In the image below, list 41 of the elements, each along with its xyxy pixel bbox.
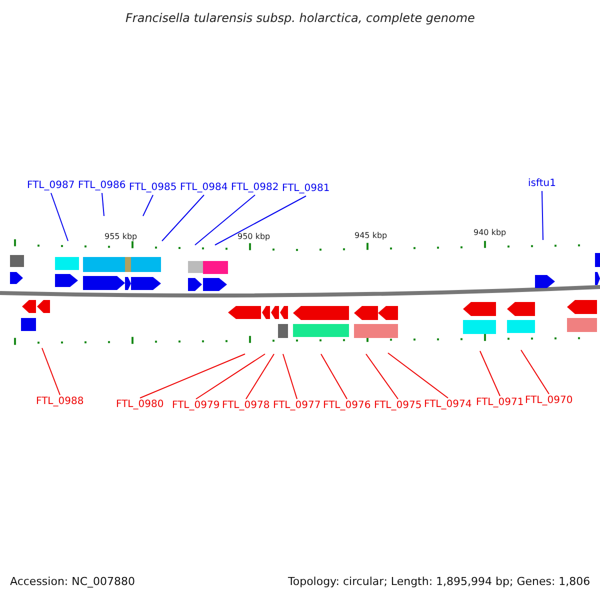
footer-note: Accession: NC_007880	[10, 576, 136, 588]
gene-label: FTL_0974	[424, 399, 472, 411]
leader-line	[162, 194, 204, 242]
gene-label: FTL_0985	[129, 182, 177, 194]
gene-label: FTL_0978	[222, 400, 270, 412]
gene-label: FTL_0975	[374, 400, 422, 412]
gene-label: FTL_0988	[36, 396, 84, 408]
leader-line	[520, 350, 550, 394]
leader-line	[320, 354, 348, 400]
leader-line	[196, 354, 266, 400]
leader-line	[142, 194, 154, 216]
leader-line	[50, 192, 68, 242]
leader-line	[42, 348, 60, 396]
gene-label: FTL_0981	[282, 183, 330, 195]
scale-label: 955 kbp	[104, 231, 138, 243]
map-title: Francisella tularensis subsp. holarctica, complete genome	[126, 12, 475, 24]
leader-line	[194, 194, 256, 246]
gene-label: FTL_0986	[78, 180, 126, 192]
leader-line	[282, 354, 298, 400]
gene-label: FTL_0984	[180, 182, 228, 194]
gene-label: FTL_0977	[273, 400, 321, 412]
gene-label: FTL_0980	[116, 399, 164, 411]
gene-label: FTL_0976	[323, 400, 371, 412]
leader-line	[246, 354, 274, 400]
leader-line	[542, 190, 544, 240]
scale-label: 945 kbp	[354, 230, 388, 242]
leader-line	[366, 354, 398, 400]
gene-label: FTL_0982	[231, 182, 279, 194]
gene-label: FTL_0970	[525, 395, 573, 407]
scale-label: 950 kbp	[238, 231, 270, 243]
gene-label: FTL_0979	[172, 400, 220, 412]
leader-line	[388, 352, 448, 398]
leader-line	[102, 192, 104, 216]
gene-label: FTL_0971	[476, 397, 524, 409]
leader-line	[140, 354, 246, 398]
footer-note: Topology: circular; Length: 1,895,994 bp; Genes: 1,806	[288, 576, 590, 588]
scale-label: 940 kbp	[474, 227, 506, 239]
leader-line	[214, 196, 306, 246]
leader-line	[480, 350, 500, 396]
gene-label: FTL_0987	[27, 180, 75, 192]
gene-label: isftu1	[528, 178, 556, 190]
